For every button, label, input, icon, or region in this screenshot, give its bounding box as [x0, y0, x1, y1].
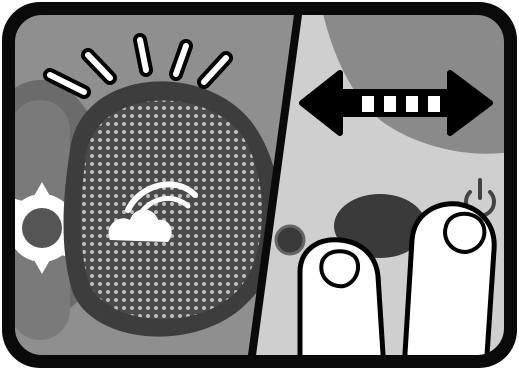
small-round-button[interactable]	[276, 226, 304, 254]
finger-left	[300, 240, 384, 370]
finger-right	[404, 204, 494, 370]
speaker-grill[interactable]	[81, 100, 262, 319]
